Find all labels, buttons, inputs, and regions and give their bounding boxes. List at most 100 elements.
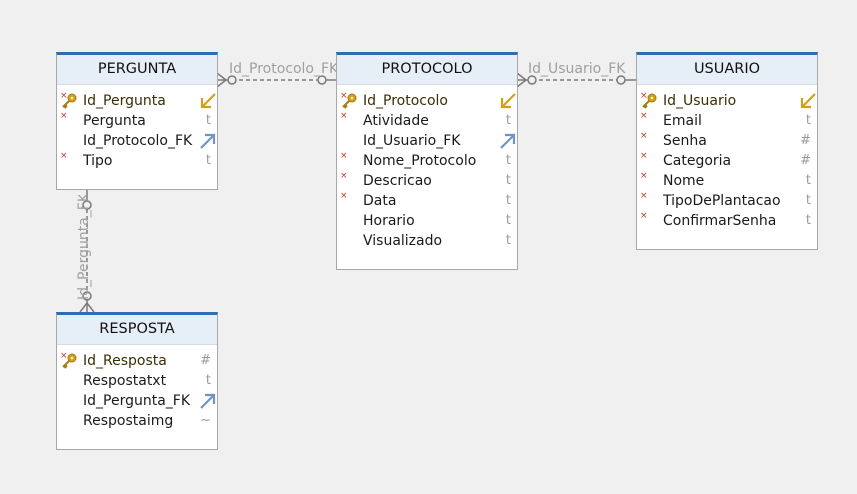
primary-key-icon (60, 93, 80, 109)
column-name: Data (363, 193, 397, 209)
column-row[interactable]: × Descricao t (337, 171, 517, 191)
required-marker-icon: × (640, 151, 648, 161)
column-row[interactable]: Respostaimg~ (57, 411, 217, 431)
required-marker-icon: × (340, 91, 348, 101)
column-type-indicator: t (505, 153, 511, 168)
column-name: Respostatxt (83, 373, 167, 389)
column-row[interactable]: × Nome t (637, 171, 817, 191)
column-name: Id_Usuario (663, 93, 737, 109)
required-marker-icon: × (640, 211, 648, 221)
column-name: Id_Protocolo (363, 93, 448, 109)
column-type-indicator: # (800, 153, 811, 168)
column-type-indicator: t (805, 213, 811, 228)
entity-title: RESPOSTA (57, 315, 217, 345)
column-type-indicator: t (805, 193, 811, 208)
column-name: Email (663, 113, 702, 129)
column-type-indicator: t (805, 173, 811, 188)
column-row[interactable]: × Senha # (637, 131, 817, 151)
required-marker-icon: × (60, 91, 68, 101)
required-marker-icon: × (340, 171, 348, 181)
required-marker-icon: × (640, 191, 648, 201)
required-marker-icon: × (340, 111, 348, 121)
required-marker-icon: × (640, 131, 648, 141)
column-name: Descricao (363, 173, 432, 189)
column-name: TipoDePlantacao (663, 193, 781, 209)
column-row[interactable]: × Categoria # (637, 151, 817, 171)
column-name: Nome_Protocolo (363, 153, 477, 169)
column-name: Id_Pergunta_FK (83, 393, 191, 409)
column-type-indicator: t (505, 113, 511, 128)
column-name: Pergunta (83, 113, 146, 129)
column-name: ConfirmarSenha (663, 213, 777, 229)
foreign-key-arrow-icon (499, 132, 517, 150)
column-name: Id_Pergunta (83, 93, 166, 109)
foreign-key-arrow-icon (199, 132, 217, 150)
column-type-indicator: t (205, 153, 211, 168)
column-row[interactable]: × ConfirmarSenha t (637, 211, 817, 231)
column-row[interactable]: Id_Usuario_FK (337, 131, 517, 151)
required-marker-icon: × (640, 91, 648, 101)
column-row[interactable]: × Id_Pergunta (57, 91, 217, 111)
column-row[interactable]: × Nome_Protocolo t (337, 151, 517, 171)
column-name: Id_Protocolo_FK (83, 133, 193, 149)
column-row[interactable]: × Id_Usuario (637, 91, 817, 111)
required-marker-icon: × (60, 151, 68, 161)
column-type-indicator: t (205, 373, 211, 388)
column-row[interactable]: × Data t (337, 191, 517, 211)
column-type-indicator: # (800, 133, 811, 148)
column-row[interactable]: × TipoDePlantacao t (637, 191, 817, 211)
column-name: Horario (363, 213, 415, 229)
required-marker-icon: × (340, 191, 348, 201)
link-label-pergunta-fk: Id_Pergunta_FK (76, 195, 92, 300)
column-name: Respostaimg (83, 413, 174, 429)
primary-key-icon (60, 353, 80, 369)
column-row[interactable]: Respostatxt t (57, 371, 217, 391)
entity-title: PROTOCOLO (337, 55, 517, 85)
column-name: Id_Resposta (83, 353, 167, 369)
column-name: Categoria (663, 153, 732, 169)
required-marker-icon: × (60, 111, 68, 121)
column-name: Atividade (363, 113, 429, 129)
column-name: Id_Usuario_FK (363, 133, 461, 149)
column-row[interactable]: Id_Protocolo_FK (57, 131, 217, 151)
column-name: Nome (663, 173, 705, 189)
primary-key-arrow-icon (799, 92, 817, 110)
column-row[interactable]: ×Id_Resposta# (57, 351, 217, 371)
column-name: Senha (663, 133, 707, 149)
column-list: × Id_Usuario × Email t × Senha # × Categoria # × Nom… (637, 85, 817, 231)
link-label-protocolo-fk: Id_Protocolo_FK (229, 61, 336, 77)
column-name: Visualizado (363, 233, 443, 249)
required-marker-icon: × (640, 171, 648, 181)
primary-key-arrow-icon (199, 92, 217, 110)
column-type-indicator: t (505, 193, 511, 208)
column-name: Tipo (83, 153, 113, 169)
column-type-indicator: t (805, 113, 811, 128)
entity-usuario[interactable]: USUARIO × Id_Usuario × Email t × Senha # × Catego… (636, 52, 818, 250)
link-label-usuario-fk: Id_Usuario_FK (528, 61, 626, 77)
primary-key-icon (640, 93, 660, 109)
column-row[interactable]: × Atividade t (337, 111, 517, 131)
foreign-key-arrow-icon (199, 392, 217, 410)
column-type-indicator: t (205, 113, 211, 128)
entity-title: USUARIO (637, 55, 817, 85)
entity-title: PERGUNTA (57, 55, 217, 85)
column-row[interactable]: Id_Pergunta_FK (57, 391, 217, 411)
column-row[interactable]: × Id_Protocolo (337, 91, 517, 111)
required-marker-icon: × (340, 151, 348, 161)
primary-key-icon (340, 93, 360, 109)
column-row[interactable]: × Pergunta t (57, 111, 217, 131)
primary-key-arrow-icon (499, 92, 517, 110)
column-type-indicator: t (505, 173, 511, 188)
column-type-indicator: # (200, 353, 211, 368)
column-row[interactable]: × Tipo t (57, 151, 217, 171)
